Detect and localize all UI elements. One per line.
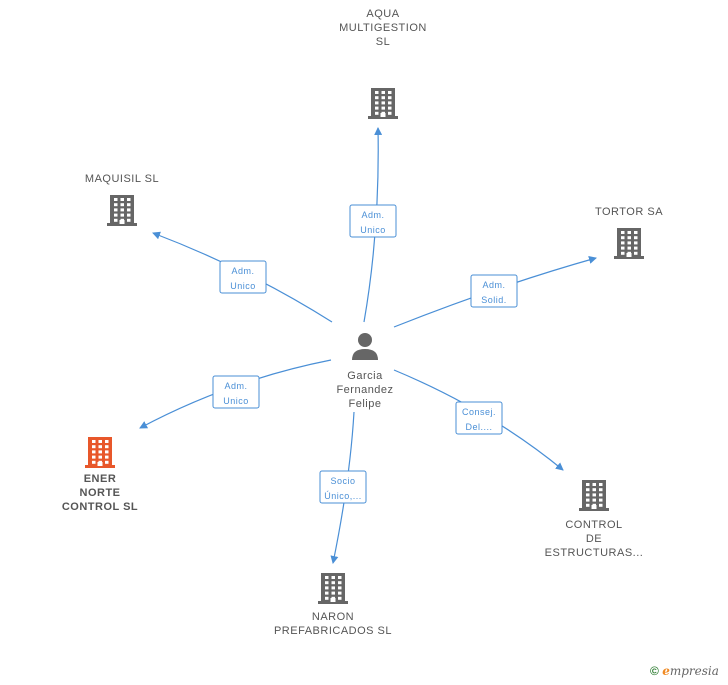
company-node-control[interactable]: CONTROL DE ESTRUCTURAS... [545, 480, 644, 559]
company-ener-label-line: CONTROL SL [62, 501, 138, 513]
company-naron-label-line: PREFABRICADOS SL [274, 625, 392, 637]
building-icon[interactable] [318, 573, 348, 604]
relation-box [212, 375, 260, 409]
relation-label-line: Socio [330, 476, 355, 486]
building-icon[interactable] [368, 88, 398, 119]
relation-label-line: Unico [360, 225, 386, 235]
relation-badge-aqua[interactable]: Adm. Unico [349, 204, 397, 238]
company-aqua-label-line: SL [376, 36, 390, 48]
relation-label-line: Adm. [224, 381, 247, 391]
company-ener-label-line: NORTE [80, 487, 121, 499]
company-control-label-line: ESTRUCTURAS... [545, 547, 644, 559]
company-node-ener[interactable]: ENER NORTE CONTROL SL [62, 437, 138, 513]
relation-box [349, 204, 397, 238]
relation-box [319, 470, 367, 504]
building-icon[interactable] [579, 480, 609, 511]
company-tortor-label-line: TORTOR SA [595, 206, 663, 218]
relation-box [470, 274, 518, 308]
relation-label-line: Adm. [361, 210, 384, 220]
relation-label-line: Adm. [482, 280, 505, 290]
relation-label-line: Consej. [462, 407, 496, 417]
relation-label-line: Del.... [465, 422, 492, 432]
person-center-label-line: Fernandez [336, 384, 393, 396]
company-node-maquisil[interactable]: MAQUISIL SL [85, 173, 159, 226]
company-naron-label-line: NARON [312, 611, 354, 623]
copyright-symbol: © [650, 664, 659, 678]
person-center-label-line: Felipe [349, 398, 382, 410]
company-aqua-label-line: MULTIGESTION [339, 22, 427, 34]
company-control-label-line: DE [586, 533, 602, 545]
company-maquisil-label-line: MAQUISIL SL [85, 173, 159, 185]
person-center-label-line: Garcia [347, 370, 383, 382]
empresia-logo: empresia [662, 664, 719, 678]
relation-label-line: Solid. [481, 295, 507, 305]
company-node-naron[interactable]: NARON PREFABRICADOS SL [274, 573, 392, 637]
relation-box [219, 260, 267, 294]
building-icon[interactable] [85, 437, 115, 468]
relation-badge-maquisil[interactable]: Adm. Unico [219, 260, 267, 294]
relation-label-line: Adm. [231, 266, 254, 276]
relation-label-line: Unico [223, 396, 249, 406]
company-node-tortor[interactable]: TORTOR SA [595, 206, 663, 259]
relation-badge-tortor[interactable]: Adm. Solid. [470, 274, 518, 308]
relation-box [455, 401, 503, 435]
relation-label-line: Unico [230, 281, 256, 291]
company-aqua-label-line: AQUA [366, 8, 399, 20]
person-icon [352, 333, 378, 360]
building-icon[interactable] [614, 228, 644, 259]
company-ener-label-line: ENER [84, 473, 117, 485]
relation-badge-naron[interactable]: SocioÚnico,... [319, 470, 367, 504]
company-control-label-line: CONTROL [565, 519, 622, 531]
relation-label-line: Único,... [324, 491, 362, 501]
relation-badge-ener[interactable]: Adm. Unico [212, 375, 260, 409]
footer-brand: © empresia [650, 664, 719, 678]
company-node-aqua[interactable]: AQUA MULTIGESTION SL [339, 8, 427, 119]
relation-badge-control[interactable]: Consej. Del.... [455, 401, 503, 435]
building-icon[interactable] [107, 195, 137, 226]
